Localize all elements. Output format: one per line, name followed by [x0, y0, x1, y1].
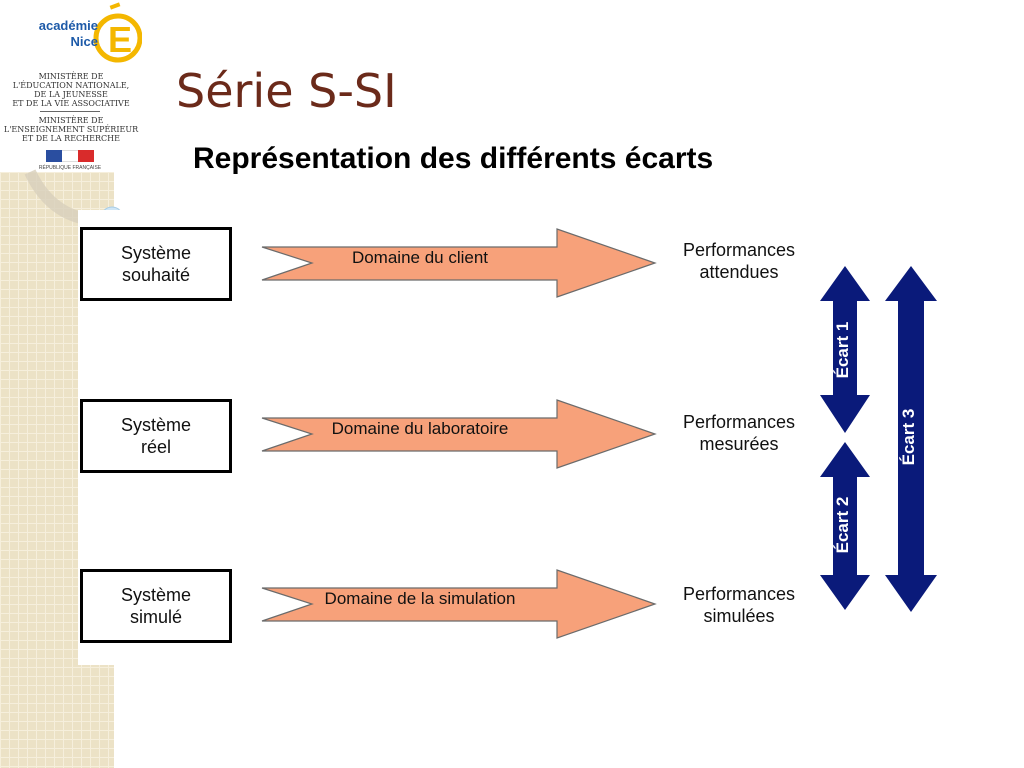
logo-divider: [40, 111, 100, 112]
page-title: Série S-SI: [176, 64, 397, 118]
academy-e-logo-icon: E: [93, 2, 142, 63]
domain-label-client: Domaine du client: [351, 248, 489, 267]
ecart-2-label: Écart 2: [833, 496, 852, 554]
performance-mesurees: Performances mesurées: [682, 412, 796, 454]
domain-arrow-client: [261, 228, 657, 298]
system-box-souhaite: Système souhaité: [80, 227, 232, 301]
ecart-1-label: Écart 1: [833, 321, 852, 379]
system-box-simule: Système simulé: [80, 569, 232, 643]
ministry-education: MINISTÈRE DE L'ÉDUCATION NATIONALE, DE L…: [12, 72, 130, 108]
ecart-2-double-arrow: [820, 442, 870, 610]
logo-academie-text: académie: [38, 18, 98, 33]
domain-arrow-simulation: [261, 569, 657, 639]
republic-text: RÉPUBLIQUE FRANÇAISE: [38, 165, 102, 171]
domain-arrow-laboratoire: [261, 399, 657, 469]
ecart-3-label: Écart 3: [899, 408, 918, 466]
republic-flag-icon: [46, 150, 94, 162]
performance-attendues: Performances attendues: [682, 240, 796, 282]
ecart-1-double-arrow: [820, 266, 870, 433]
system-box-reel: Système réel: [80, 399, 232, 473]
performance-simulees: Performances simulées: [682, 584, 796, 626]
page-subtitle: Représentation des différents écarts: [193, 142, 714, 175]
domain-label-laboratoire: Domaine du laboratoire: [331, 419, 509, 438]
domain-label-simulation: Domaine de la simulation: [324, 589, 516, 608]
academy-logo: E académie Nice MINISTÈRE DE L'ÉDUCATION…: [0, 0, 142, 172]
svg-text:E: E: [108, 19, 132, 60]
logo-nice-text: Nice: [70, 34, 98, 49]
ecart-3-double-arrow: [885, 266, 937, 612]
ministry-research: MINISTÈRE DE L'ENSEIGNEMENT SUPÉRIEUR ET…: [3, 116, 139, 143]
